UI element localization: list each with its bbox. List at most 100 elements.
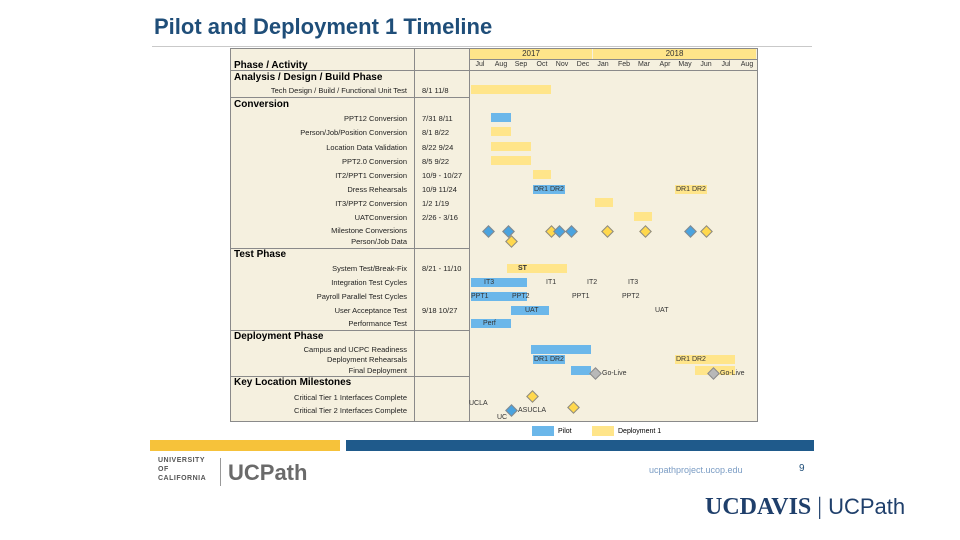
annotation-golive: Go-Live (602, 370, 627, 377)
ucpath-logo: UCPath (228, 460, 308, 485)
row-dates: 2/26 - 3/16 (422, 213, 458, 222)
row-label: Person/Job Data (351, 237, 407, 246)
annotation-ppt2: PPT2 (512, 293, 530, 300)
bar-ppt20 (491, 156, 531, 165)
row-label: Milestone Conversions (331, 226, 407, 235)
annotation-ppt2: PPT2 (622, 293, 640, 300)
row-dates: 7/31 8/11 (422, 114, 453, 123)
annotation-dr: DR1 DR2 (675, 185, 707, 194)
annotation-perf: Perf (483, 320, 496, 327)
header-bottom-line (231, 70, 757, 71)
bar-final-pilot (571, 366, 591, 375)
section-analysis: Analysis / Design / Build Phase (234, 72, 383, 83)
row-dates: 8/1 8/22 (422, 128, 450, 137)
ucdavis-ucpath-brand: UCDAVIS | UCPath (705, 494, 905, 521)
bar-perf (471, 319, 511, 328)
annotation-dr: DR1 DR2 (533, 355, 565, 364)
month-label: Mar (637, 61, 651, 68)
milestone-diamond-pilot (553, 225, 566, 238)
milestone-diamond-deploy (639, 225, 652, 238)
legend-swatch-pilot (532, 426, 554, 436)
gantt-chart: 2017 2018 Jul Aug Sep Oct Nov Dec Jan Fe… (230, 48, 758, 436)
bar-tech-design (471, 85, 551, 94)
row-dates: 10/9 11/24 (422, 185, 457, 194)
page-number: 9 (799, 463, 805, 474)
section-deployment: Deployment Phase (234, 331, 324, 342)
label-column-divider (414, 49, 415, 421)
milestone-diamond-deploy (700, 225, 713, 238)
bar-readiness-pilot (531, 345, 591, 354)
annotation-ppt1: PPT1 (572, 293, 590, 300)
row-label: PPT12 Conversion (344, 114, 407, 123)
month-label: Jul (475, 61, 485, 68)
legend-deployment: Deployment 1 (618, 428, 662, 435)
row-label: System Test/Break-Fix (332, 264, 407, 273)
header-phase-activity: Phase / Activity (234, 60, 308, 71)
bar-integration (471, 278, 527, 287)
annotation-golive: Go-Live (720, 370, 745, 377)
slide-title: Pilot and Deployment 1 Timeline (154, 14, 493, 39)
annotation-it3: IT3 (484, 279, 495, 286)
milestone-diamond-pilot (684, 225, 697, 238)
bar-ppt12 (491, 113, 511, 122)
annotation-dr: DR1 DR2 (675, 355, 707, 364)
row-dates: 8/1 11/8 (422, 86, 449, 95)
row-label: Location Data Validation (326, 143, 407, 152)
row-label: Performance Test (348, 319, 407, 328)
month-label: Jan (597, 61, 609, 68)
row-label: Final Deployment (348, 366, 407, 375)
bar-person-job (491, 127, 511, 136)
milestone-diamond-deploy (526, 390, 539, 403)
row-label: Critical Tier 2 Interfaces Complete (294, 406, 407, 415)
bar-uat-conversion (634, 212, 652, 221)
annotation-it1: IT1 (546, 279, 557, 286)
row-label: IT2/PPT1 Conversion (335, 171, 407, 180)
row-dates: 1/2 1/19 (422, 199, 450, 208)
annotation-ucla: UCLA (469, 400, 488, 407)
month-label: Nov (555, 61, 569, 68)
month-label: Jul (721, 61, 731, 68)
month-label: Dec (576, 61, 590, 68)
legend-pilot: Pilot (558, 428, 572, 435)
milestone-diamond-deploy (567, 401, 580, 414)
row-label: User Acceptance Test (334, 306, 407, 315)
section-divider (231, 97, 469, 98)
section-divider (231, 248, 469, 249)
month-label: Aug (494, 61, 508, 68)
bar-system-test (507, 264, 567, 273)
row-label: Integration Test Cycles (331, 278, 407, 287)
row-dates: 8/22 9/24 (422, 143, 454, 152)
annotation-it3: IT3 (628, 279, 639, 286)
footer-stripe-gold (150, 440, 340, 451)
milestone-diamond-deploy (601, 225, 614, 238)
row-dates: 8/21 - 11/10 (422, 264, 462, 273)
bar-uat (511, 306, 549, 315)
footer-url[interactable]: ucpathproject.ucop.edu (649, 465, 743, 475)
row-dates: 8/5 9/22 (422, 157, 450, 166)
row-label: Payroll Parallel Test Cycles (316, 292, 407, 301)
row-label: PPT2.0 Conversion (341, 157, 407, 166)
section-divider (231, 376, 469, 377)
row-label: Tech Design / Build / Functional Unit Te… (270, 86, 407, 95)
bar-payroll (471, 292, 527, 301)
month-label: Oct (536, 61, 548, 68)
annotation-asucla: ASUCLA (518, 407, 547, 414)
annotation-uat: UAT (525, 307, 539, 314)
uc-logo: UNIVERSITY OF CALIFORNIA (158, 457, 207, 482)
brand-ucpath: UCPath (828, 494, 906, 519)
row-label: Critical Tier 1 Interfaces Complete (294, 393, 407, 402)
annotation-st: ST (518, 265, 527, 272)
month-label: May (678, 61, 692, 68)
row-label: Campus and UCPC Readiness (303, 345, 407, 354)
title-divider (152, 46, 812, 47)
legend-swatch-deployment (592, 426, 614, 436)
row-dates: 9/18 10/27 (422, 306, 458, 315)
annotation-ppt1: PPT1 (471, 293, 489, 300)
bar-location (491, 142, 531, 151)
section-conversion: Conversion (234, 99, 290, 110)
milestone-diamond-pilot (482, 225, 495, 238)
row-label: Dress Rehearsals (347, 185, 407, 194)
year-2017: 2017 (470, 49, 592, 59)
row-label: Deployment Rehearsals (326, 355, 407, 364)
dates-column-divider (469, 49, 470, 421)
